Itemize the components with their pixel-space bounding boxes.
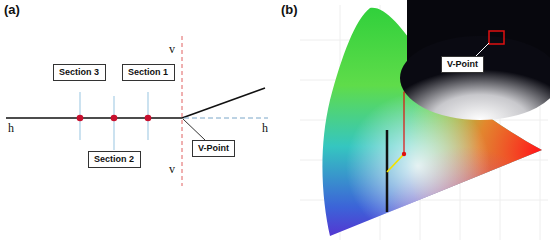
section-box: Section 3 [53,64,106,81]
box-text: V-Point [198,143,229,154]
axis-label: v [169,162,175,177]
panel-label: (b) [281,2,298,17]
v-point-box: V-Point [192,140,235,157]
box-text: Section 1 [128,67,169,78]
box-text: Section 2 [94,154,135,165]
section-box: Section 2 [88,151,141,168]
box-text: V-Point [447,59,478,70]
panel-label: (a) [4,2,20,17]
section-box: Section 1 [122,64,175,81]
axis-label: h [8,121,14,136]
box-text: Section 3 [59,67,100,78]
axis-label: v [169,42,175,57]
axis-label: h [262,121,268,136]
v-point-box: V-Point [441,56,484,73]
